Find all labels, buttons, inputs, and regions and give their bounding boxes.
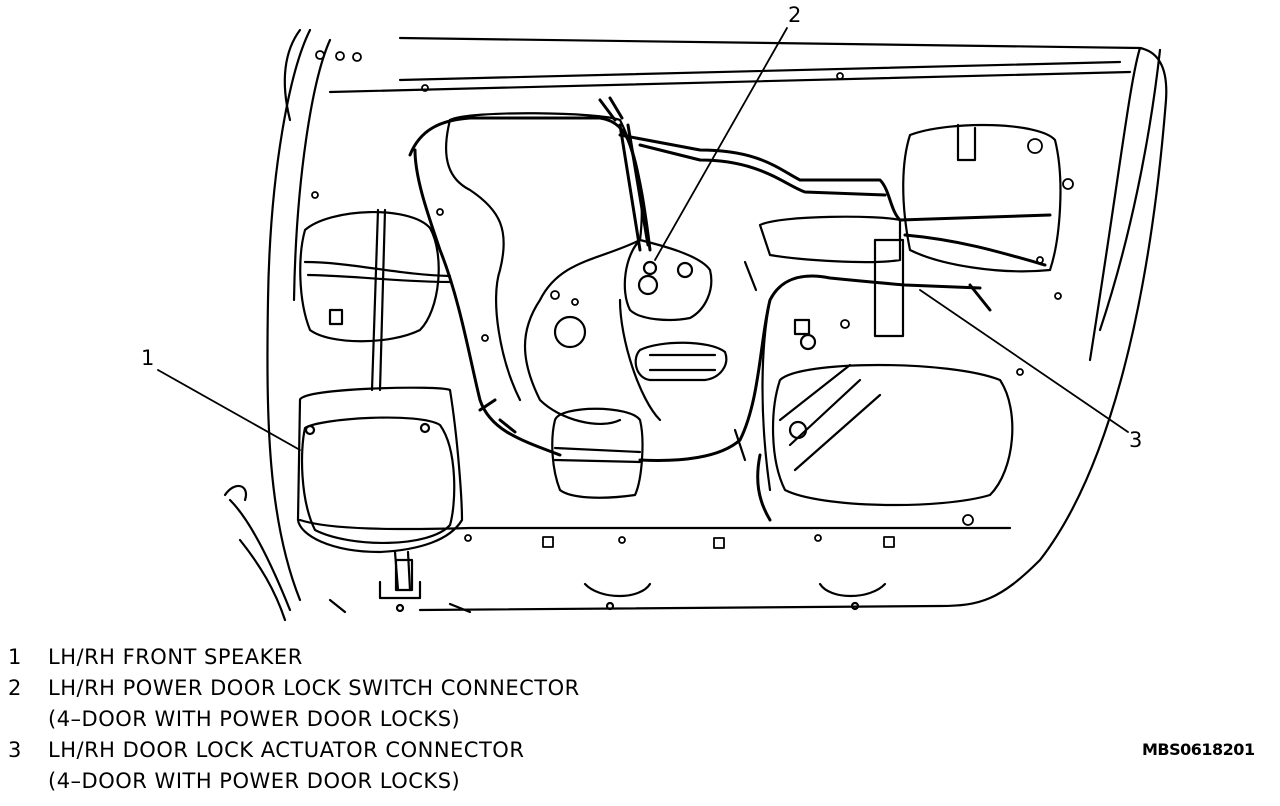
callout-leaders	[157, 27, 1129, 451]
callout-1: 1	[141, 346, 155, 370]
legend-row: 3 LH/RH DOOR LOCK ACTUATOR CONNECTOR	[8, 735, 808, 766]
legend-text: LH/RH FRONT SPEAKER	[48, 645, 303, 669]
legend-number	[8, 766, 48, 797]
upper-right-cutout	[902, 123, 1062, 273]
legend-row: (4–DOOR WITH POWER DOOR LOCKS)	[8, 704, 808, 735]
legend-number: 1	[8, 645, 22, 669]
bottom-clips	[328, 580, 887, 614]
upper-speaker-cutout	[299, 208, 452, 392]
wiring-harness	[408, 96, 1052, 522]
legend-text: (4–DOOR WITH POWER DOOR LOCKS)	[48, 707, 461, 731]
legend-row: 1 LH/RH FRONT SPEAKER	[8, 642, 808, 673]
lower-right-cutout	[761, 298, 1014, 507]
lower-module	[551, 407, 644, 499]
legend-row: (4–DOOR WITH POWER DOOR LOCKS)	[8, 766, 808, 797]
legend-text: (4–DOOR WITH POWER DOOR LOCKS)	[48, 769, 461, 793]
legend-number	[8, 704, 48, 735]
leader-2	[654, 27, 788, 261]
legend-text: LH/RH DOOR LOCK ACTUATOR CONNECTOR	[48, 738, 525, 762]
legend-number: 2	[8, 676, 22, 700]
mounting-holes	[311, 50, 1074, 549]
leader-3	[919, 289, 1129, 433]
legend: 1 LH/RH FRONT SPEAKER 2 LH/RH POWER DOOR…	[8, 642, 808, 797]
callout-2: 2	[788, 3, 802, 27]
door-outline	[223, 28, 1168, 622]
door-wiring-drawing	[157, 27, 1168, 622]
panel-contours	[733, 215, 905, 462]
inner-panel	[445, 112, 728, 425]
legend-number: 3	[8, 738, 22, 762]
leader-1	[157, 369, 301, 451]
callout-3: 3	[1129, 428, 1143, 452]
legend-text: LH/RH POWER DOOR LOCK SWITCH CONNECTOR	[48, 676, 580, 700]
figure-code: MBS0618201	[1142, 740, 1255, 759]
legend-row: 2 LH/RH POWER DOOR LOCK SWITCH CONNECTOR	[8, 673, 808, 704]
front-speaker	[296, 386, 464, 592]
